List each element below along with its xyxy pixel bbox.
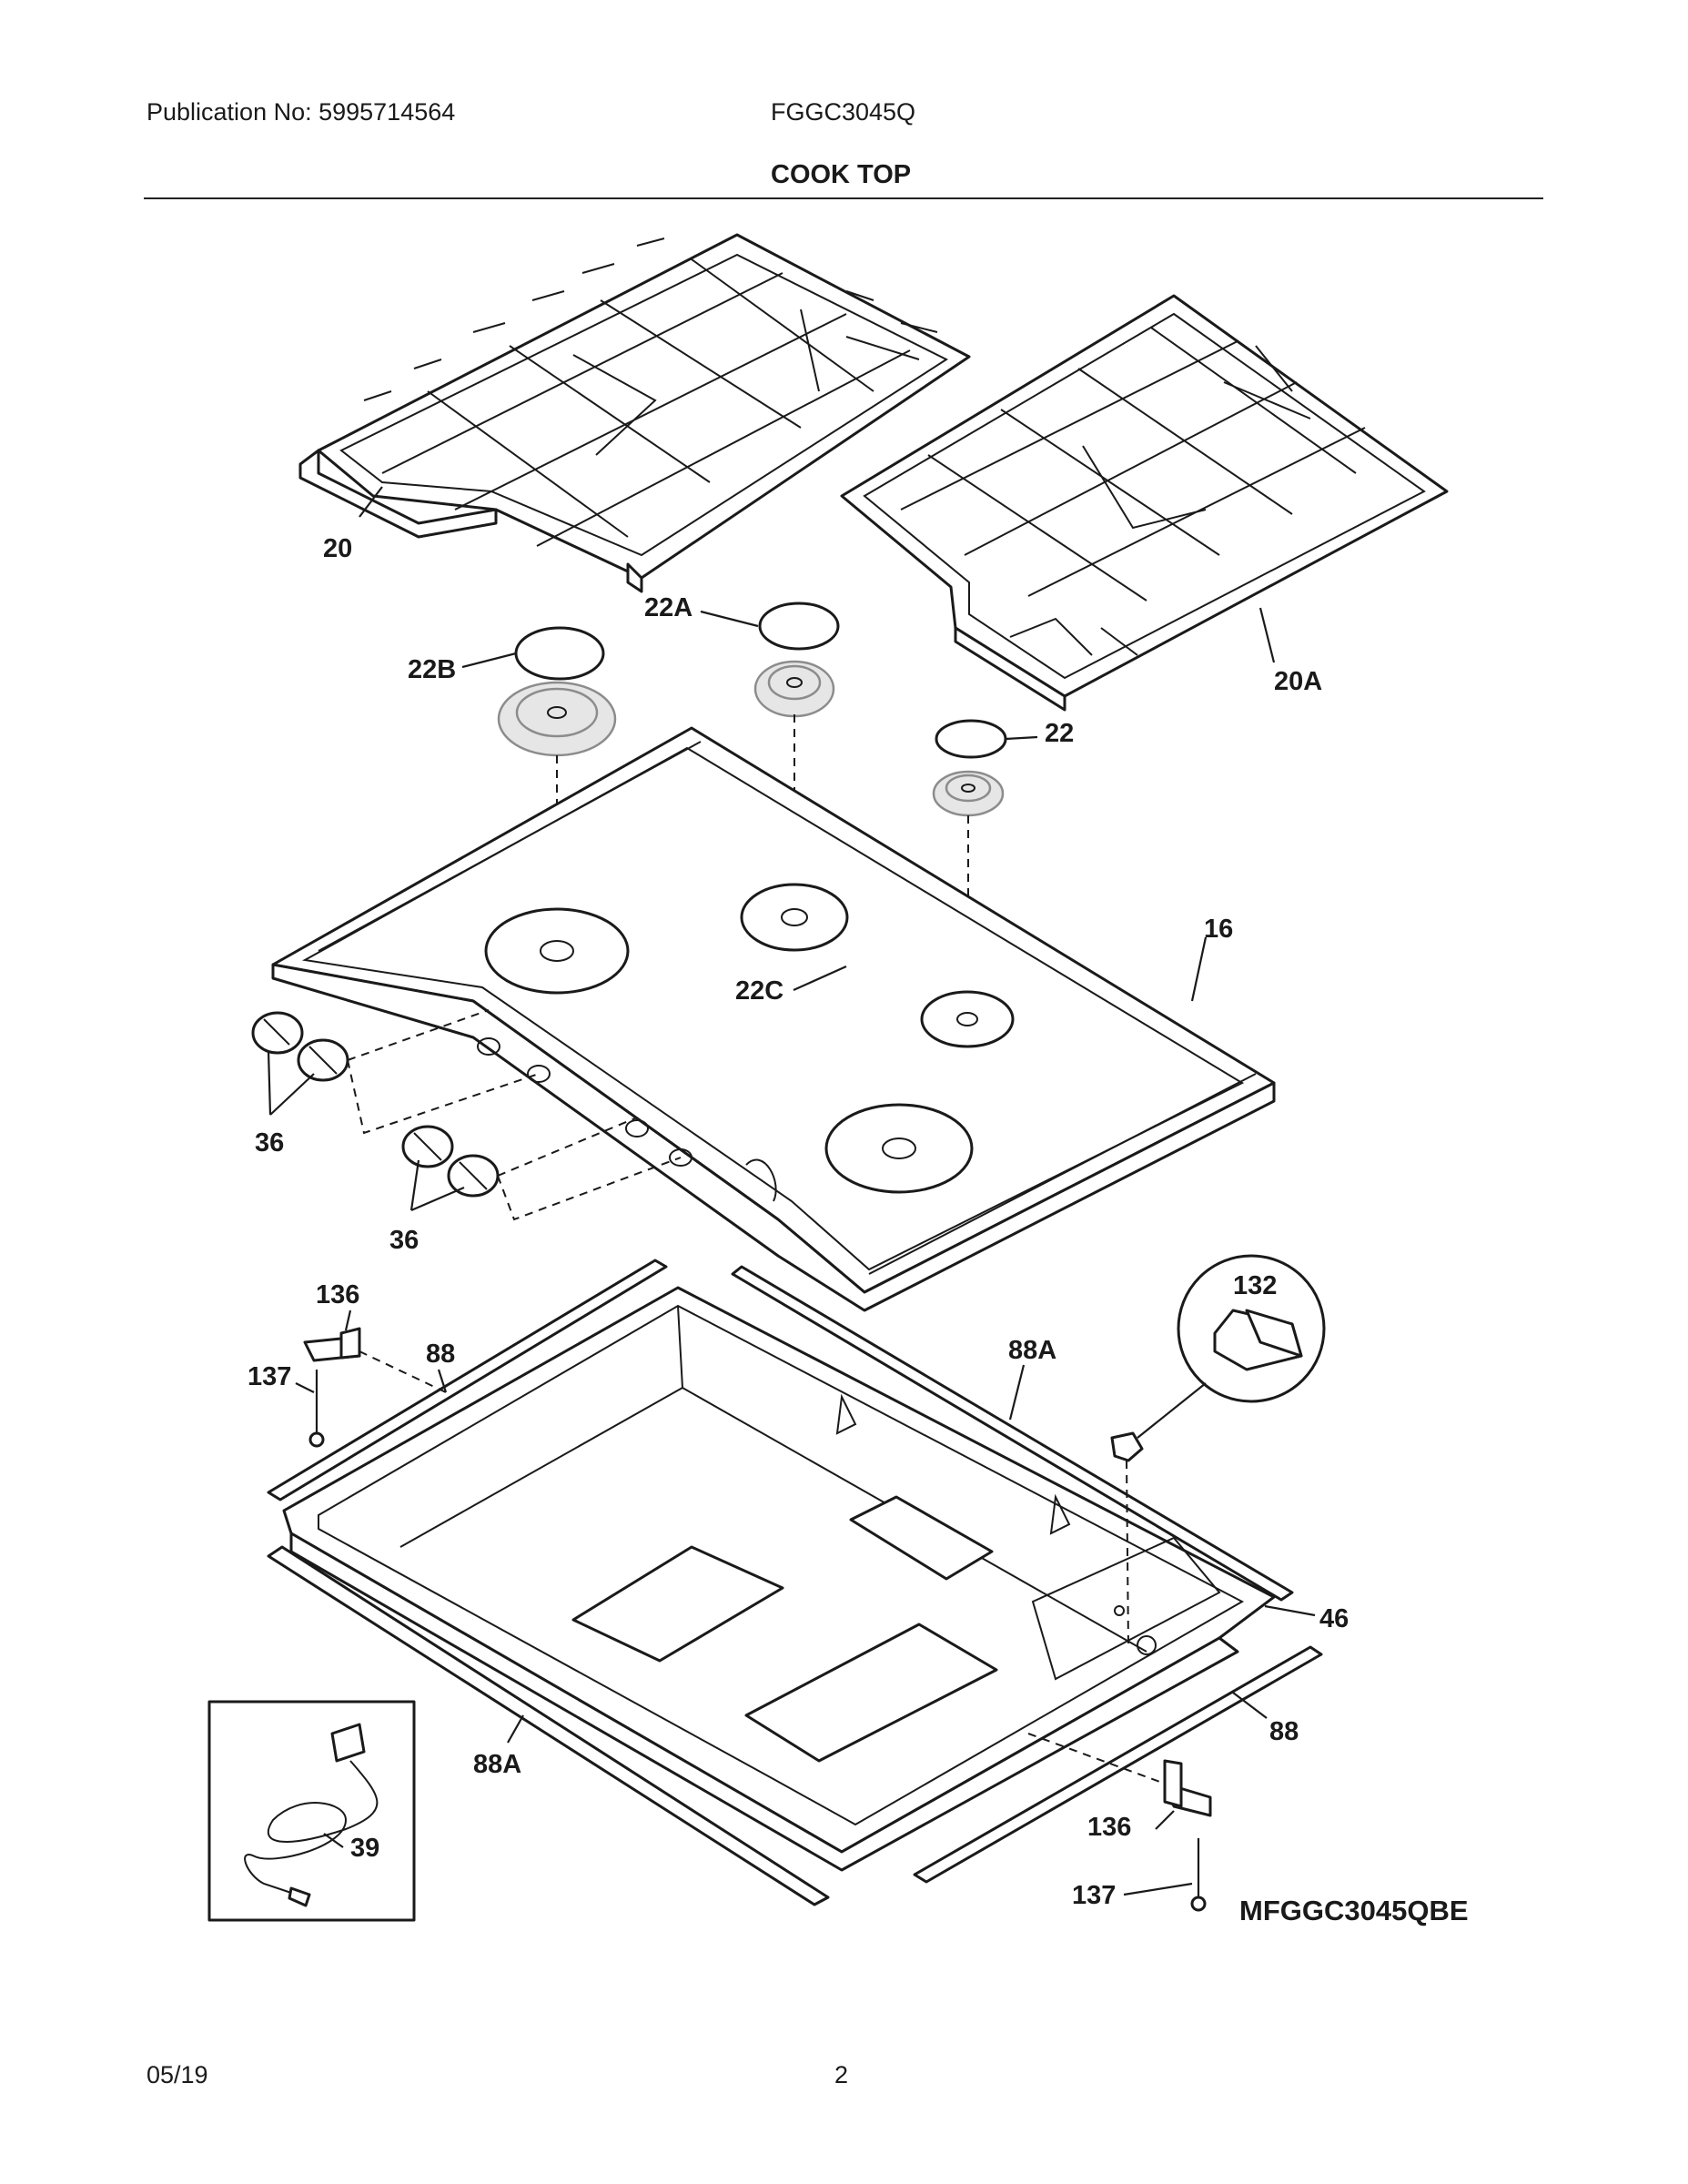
burner-head-large-left — [497, 681, 617, 757]
bracket-screw-right — [1163, 1759, 1212, 1912]
callout-22: 22 — [1045, 719, 1074, 748]
burner-cap-22 — [935, 719, 1007, 759]
bracket-screw-left — [303, 1327, 361, 1448]
grate-left — [298, 233, 971, 593]
footer-date: 05/19 — [147, 2061, 208, 2088]
callout-16: 16 — [1204, 915, 1233, 944]
callout-88-left: 88 — [426, 1340, 455, 1369]
knob-group-lower — [401, 1125, 500, 1198]
callout-137-right: 137 — [1072, 1881, 1116, 1910]
callout-36-upper: 36 — [255, 1128, 284, 1158]
callout-136-left: 136 — [316, 1280, 359, 1309]
burner-head-medium — [753, 660, 835, 718]
model-reference: MFGGC3045QBE — [1239, 1895, 1469, 1926]
burner-cap-22a — [758, 602, 840, 651]
header-rule — [144, 197, 1543, 199]
callout-39: 39 — [350, 1834, 379, 1863]
cooktop-main-top — [271, 726, 1276, 1312]
callout-136-right: 136 — [1087, 1813, 1131, 1842]
spark-module-132-part — [1110, 1431, 1144, 1462]
gasket-strips — [267, 1259, 1323, 1906]
callout-36-lower: 36 — [389, 1226, 419, 1255]
page-number: 2 — [834, 2061, 849, 2088]
grate-right — [840, 294, 1449, 712]
callout-132: 132 — [1233, 1271, 1277, 1300]
callout-137-left: 137 — [248, 1362, 291, 1391]
knob-group-upper — [251, 1011, 349, 1082]
publication-number: Publication No: 5995714564 — [147, 98, 456, 126]
burner-head-small — [932, 770, 1005, 817]
power-cord-inset — [207, 1700, 416, 1922]
leader-lines — [267, 486, 1316, 1896]
callout-20a: 20A — [1274, 667, 1322, 696]
cooktop-bottom-pan — [282, 1286, 1276, 1872]
spark-module-132-detail — [1177, 1254, 1326, 1403]
callout-88a-right: 88A — [1008, 1336, 1056, 1365]
burner-cap-22b — [514, 626, 605, 681]
callout-88-right: 88 — [1269, 1717, 1299, 1746]
callout-22b: 22B — [408, 655, 456, 684]
callout-88a-left: 88A — [473, 1750, 521, 1779]
model-number: FGGC3045Q — [771, 98, 916, 126]
callout-20: 20 — [323, 534, 352, 563]
section-title: COOK TOP — [771, 160, 912, 189]
callout-46: 46 — [1319, 1604, 1349, 1633]
callout-22a: 22A — [644, 593, 692, 622]
callout-22c: 22C — [735, 976, 783, 1006]
